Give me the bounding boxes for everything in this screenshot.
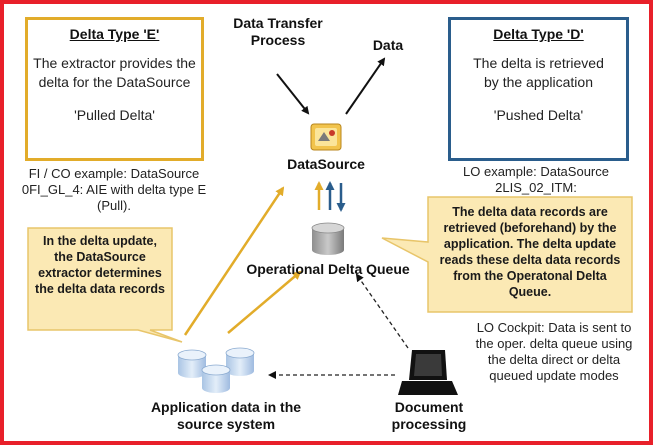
data-label: Data bbox=[372, 37, 404, 53]
fi-co-example-note: FI / CO example: DataSource 0FI_GL_4: AI… bbox=[21, 166, 207, 213]
arrow-datasource-to-data bbox=[345, 57, 386, 115]
application-data-label: Application data in the source system bbox=[150, 399, 302, 432]
document-processing-label: Document processing bbox=[391, 399, 467, 432]
arrow-doc-to-odq bbox=[355, 273, 409, 349]
arrow-app-to-datasource bbox=[183, 186, 285, 336]
delta-type-d-title: Delta Type 'D' bbox=[493, 26, 584, 42]
callout-left-text: In the delta update, the DataSource extr… bbox=[35, 234, 165, 296]
dtp-label: Data Transfer Process bbox=[233, 15, 323, 48]
delta-type-d-box: Delta Type 'D' The delta is retrieved by… bbox=[448, 17, 629, 161]
delta-type-e-title: Delta Type 'E' bbox=[69, 26, 160, 42]
delta-type-e-text: The extractor provides the delta for the… bbox=[33, 55, 196, 90]
callout-right-shape bbox=[381, 196, 633, 313]
delta-queue-icon bbox=[311, 222, 345, 255]
delta-type-e-quote: 'Pulled Delta' bbox=[74, 107, 155, 123]
callout-left-shape bbox=[27, 227, 183, 343]
laptop-icon bbox=[398, 350, 458, 395]
delta-type-e-box: Delta Type 'E' The extractor provides th… bbox=[25, 17, 204, 161]
datasource-label: DataSource bbox=[287, 156, 365, 172]
arrow-app-to-odq bbox=[227, 270, 302, 334]
datasource-icon bbox=[310, 123, 342, 151]
delta-type-d-quote: 'Pushed Delta' bbox=[493, 107, 584, 123]
arrow-dtp-to-datasource bbox=[276, 73, 310, 115]
odq-label: Operational Delta Queue bbox=[246, 261, 410, 277]
callout-right-text: The delta data records are retrieved (be… bbox=[439, 205, 621, 299]
lo-cockpit-note: LO Cockpit: Data is sent to the oper. de… bbox=[475, 320, 633, 383]
delta-type-d-text: The delta is retrieved by the applicatio… bbox=[473, 55, 604, 90]
lo-example-note: LO example: DataSource 2LIS_02_ITM: bbox=[463, 164, 609, 195]
database-icon bbox=[177, 347, 255, 393]
